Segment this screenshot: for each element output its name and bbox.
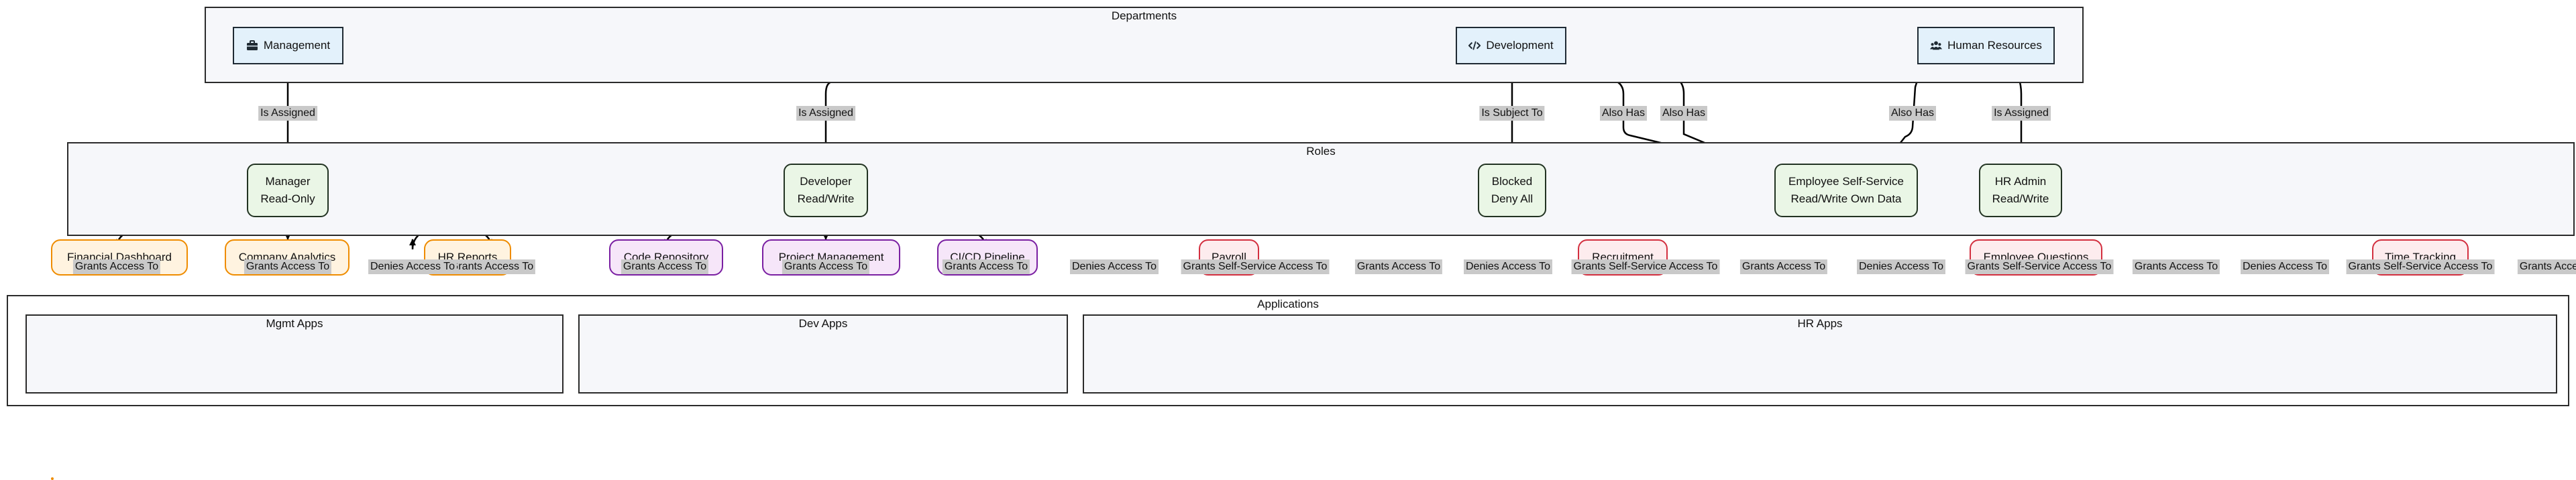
financial-dashboard-node[interactable] xyxy=(51,477,54,480)
edge-label-hr-also: Also Has xyxy=(1888,106,1937,121)
manager-role-permission: Read-Only xyxy=(260,192,315,205)
hr-apps-title: HR Apps xyxy=(1797,317,1843,330)
blocked-role-node[interactable]: Blocked Deny All xyxy=(1478,164,1546,217)
edge-label-hr-questions: Grants Access To xyxy=(2132,259,2220,274)
users-icon xyxy=(1930,40,1943,52)
management-node[interactable]: Management xyxy=(233,27,343,64)
code-icon xyxy=(1468,40,1481,52)
dev-apps-title: Dev Apps xyxy=(798,317,848,330)
edge-label-blocked-hrreports: Denies Access To xyxy=(368,259,457,274)
edge-label-blocked-recruit: Denies Access To xyxy=(1464,259,1552,274)
edge-label-emp-recruit: Grants Self-Service Access To xyxy=(1571,259,1720,274)
edge-label-emp-payroll: Grants Self-Service Access To xyxy=(1181,259,1330,274)
human-resources-node[interactable]: Human Resources xyxy=(1917,27,2055,64)
edge-label-mgr-hrreports: Grants Access To xyxy=(447,259,536,274)
departments-title: Departments xyxy=(1111,9,1177,22)
hr-admin-role-node[interactable]: HR Admin Read/Write xyxy=(1979,164,2062,217)
hr-admin-role-title: HR Admin xyxy=(1994,175,2047,188)
briefcase-icon xyxy=(246,40,258,52)
edge-label-mgr-fin: Grants Access To xyxy=(72,259,161,274)
hr-admin-role-permission: Read/Write xyxy=(1992,192,2049,205)
dev-apps-cluster: Dev Apps xyxy=(578,314,1068,394)
mgmt-apps-title: Mgmt Apps xyxy=(266,317,323,330)
roles-cluster: Roles xyxy=(67,142,2575,236)
hr-apps-cluster: HR Apps xyxy=(1083,314,2557,394)
edge-label-hr-time: Grants Access To xyxy=(2517,259,2576,274)
edge-label-blocked-questions: Denies Access To xyxy=(1857,259,1945,274)
human-resources-label: Human Resources xyxy=(1947,39,2042,52)
edge-label-hr-recruit: Grants Access To xyxy=(1739,259,1828,274)
development-label: Development xyxy=(1486,39,1554,52)
edge-label-mgmt-also: Also Has xyxy=(1599,106,1648,121)
edge-label-mgr-analytics: Grants Access To xyxy=(244,259,332,274)
edge-label-dev-also: Also Has xyxy=(1660,106,1708,121)
edge-label-dev-subject: Is Subject To xyxy=(1479,106,1545,121)
roles-title: Roles xyxy=(1306,145,1336,158)
edge-label-blocked-payroll: Denies Access To xyxy=(1070,259,1159,274)
edge-label-hr-payroll: Grants Access To xyxy=(1354,259,1443,274)
applications-title: Applications xyxy=(1257,298,1319,310)
employee-role-permission: Read/Write Own Data xyxy=(1790,192,1902,205)
departments-cluster: Departments xyxy=(205,7,2084,83)
edge-label-emp-time: Grants Self-Service Access To xyxy=(2346,259,2495,274)
blocked-role-title: Blocked xyxy=(1491,175,1533,188)
manager-role-node[interactable]: Manager Read-Only xyxy=(247,164,329,217)
mgmt-apps-cluster: Mgmt Apps xyxy=(25,314,564,394)
edge-label-hr-assigned: Is Assigned xyxy=(1992,106,2051,121)
management-label: Management xyxy=(263,39,331,52)
employee-role-title: Employee Self-Service xyxy=(1788,175,1904,188)
development-node[interactable]: Development xyxy=(1456,27,1566,64)
edge-label-dev-cicd: Grants Access To xyxy=(942,259,1030,274)
edge-label-emp-questions: Grants Self-Service Access To xyxy=(1965,259,2114,274)
developer-role-node[interactable]: Developer Read/Write xyxy=(784,164,868,217)
edge-label-dev-assigned: Is Assigned xyxy=(796,106,855,121)
manager-role-title: Manager xyxy=(265,175,311,188)
edge-label-dev-code: Grants Access To xyxy=(621,259,709,274)
employee-self-service-role-node[interactable]: Employee Self-Service Read/Write Own Dat… xyxy=(1774,164,1918,217)
blocked-role-permission: Deny All xyxy=(1491,192,1534,205)
edge-label-mgmt-assigned: Is Assigned xyxy=(258,106,317,121)
edge-label-blocked-time: Denies Access To xyxy=(2241,259,2329,274)
developer-role-permission: Read/Write xyxy=(797,192,855,205)
developer-role-title: Developer xyxy=(800,175,852,188)
edge-label-dev-pm: Grants Access To xyxy=(782,259,870,274)
